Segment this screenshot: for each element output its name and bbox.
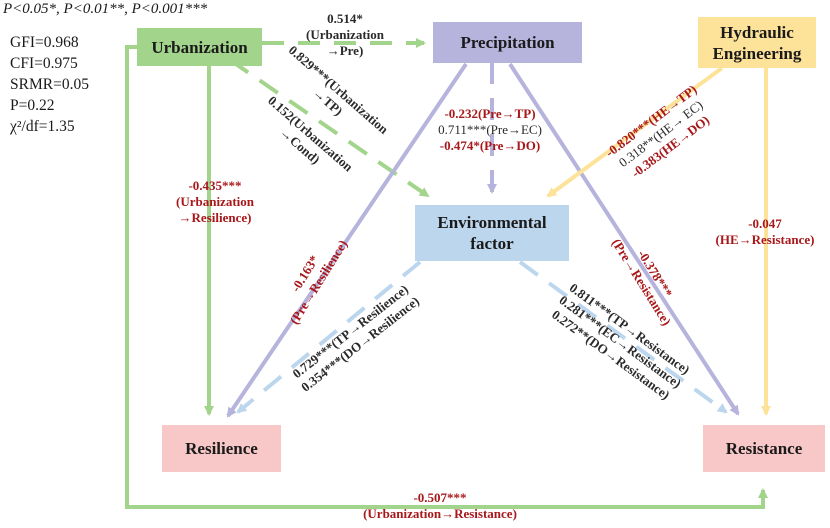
fit-chi2df: χ²/df=1.35 (10, 118, 75, 135)
label-urbanization-to-precipitation: 0.514* (Urbanization →Pre) (290, 11, 400, 59)
node-hydraulic-engineering: Hydraulic Engineering (698, 17, 816, 68)
label-urb-res-line2: (Urbanization (176, 194, 254, 209)
arrow-environmental-to-resilience (236, 260, 422, 414)
node-environmental-line2: factor (470, 234, 514, 253)
node-resistance-label: Resistance (725, 439, 803, 458)
label-pre-ec: 0.711***(Pre→EC) (438, 122, 542, 137)
fit-srmr: SRMR=0.05 (10, 76, 89, 93)
significance-text: P<0.05*, P<0.01**, P<0.001*** (3, 1, 208, 17)
node-precipitation: Precipitation (433, 22, 582, 63)
arrow-urbanization-to-resistance (125, 45, 768, 509)
label-pre-tp: -0.232(Pre→TP) (444, 106, 536, 121)
node-environmental-factor: Environmental factor (415, 205, 569, 261)
node-hydraulic-line1: Hydraulic (720, 22, 794, 42)
node-hydraulic-line2: Engineering (712, 43, 802, 63)
label-urb-res-line3: →Resilience) (178, 210, 252, 225)
label-hydraulic-to-resistance: -0.047 (HE→Resistance) (700, 216, 830, 248)
label-urb-pre-coef: 0.514* (327, 11, 363, 26)
label-he-rst-coef: -0.047 (748, 216, 782, 231)
arrow-precipitation-to-resistance (508, 62, 740, 416)
node-urbanization: Urbanization (137, 28, 262, 66)
label-urb-rst-line2: (Urbanization→Resistance) (363, 506, 517, 521)
node-environmental-line1: Environmental (437, 213, 547, 232)
fit-gfi: GFI=0.968 (10, 34, 79, 51)
node-resilience: Resilience (162, 425, 281, 472)
arrow-hydraulic-to-environmental (546, 66, 724, 198)
node-precipitation-label: Precipitation (460, 33, 555, 52)
arrow-environmental-to-resistance (518, 260, 728, 414)
label-urb-res-coef: -0.435*** (188, 178, 242, 193)
label-urb-pre-line2: (Urbanization (306, 27, 384, 42)
significance-legend: P<0.05*, P<0.01**, P<0.001*** (3, 1, 207, 18)
fit-indices: GFI=0.968 CFI=0.975 SRMR=0.05 P=0.22 χ²/… (10, 32, 89, 137)
label-urbanization-to-resistance: -0.507*** (Urbanization→Resistance) (340, 490, 540, 522)
label-urb-rst-coef: -0.507*** (413, 490, 467, 505)
label-he-rst-line2: (HE→Resistance) (715, 232, 815, 247)
node-urbanization-label: Urbanization (151, 37, 248, 57)
label-urb-pre-line3: →Pre) (326, 43, 364, 58)
arrow-urbanization-to-environmental (228, 58, 430, 198)
arrow-precipitation-to-resilience (226, 62, 468, 418)
fit-cfi: CFI=0.975 (10, 55, 78, 72)
label-pre-do: -0.474*(Pre→DO) (439, 138, 541, 153)
label-urbanization-to-resilience: -0.435*** (Urbanization →Resilience) (160, 178, 270, 226)
fit-p: P=0.22 (10, 97, 55, 114)
label-precipitation-to-environmental: -0.232(Pre→TP) 0.711***(Pre→EC) -0.474*(… (415, 106, 565, 154)
node-resistance: Resistance (703, 425, 825, 472)
node-resilience-label: Resilience (185, 439, 258, 458)
